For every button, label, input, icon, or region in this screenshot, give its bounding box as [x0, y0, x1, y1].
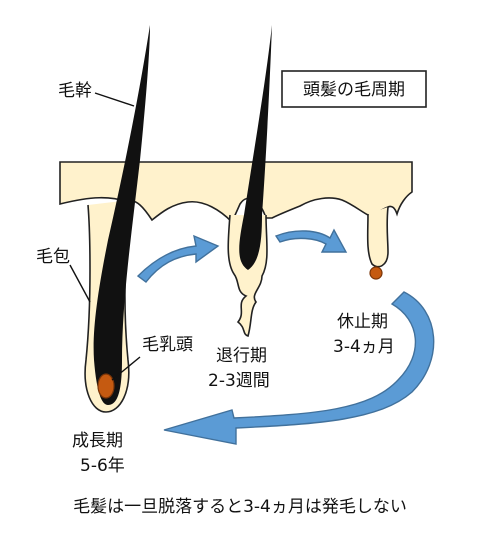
arrow-telogen-to-anagen	[163, 291, 435, 445]
dermal-papilla	[97, 373, 115, 399]
label-hair-shaft: 毛幹	[58, 80, 92, 101]
catagen-hair-shaft	[239, 25, 272, 270]
skin-layer	[59, 161, 413, 224]
title-box: 頭髪の毛周期	[281, 70, 427, 108]
leader-follicle	[69, 264, 91, 303]
label-follicle: 毛包	[36, 247, 70, 267]
label-catagen-name: 退行期	[216, 346, 267, 366]
label-telogen-name: 休止期	[337, 312, 388, 332]
label-catagen-duration: 2-3週間	[208, 371, 270, 391]
label-dermal-papilla: 毛乳頭	[142, 335, 193, 355]
title-text: 頭髪の毛周期	[303, 80, 405, 100]
label-anagen-name: 成長期	[72, 431, 123, 451]
arrow-anagen-to-catagen	[136, 234, 220, 283]
arrow-catagen-to-telogen	[274, 228, 348, 253]
title-frame	[281, 70, 427, 108]
leader-dermal-papilla	[111, 356, 141, 381]
telogen-papilla	[369, 266, 383, 280]
leader-hair-shaft	[94, 92, 135, 107]
label-anagen-duration: 5-6年	[80, 456, 125, 476]
telogen-follicle	[366, 206, 389, 268]
caption: 毛髪は一旦脱落すると3-4ヵ月は発毛しない	[73, 497, 407, 517]
anagen-hair-shaft	[93, 25, 150, 405]
label-telogen-duration: 3-4ヵ月	[333, 337, 395, 357]
